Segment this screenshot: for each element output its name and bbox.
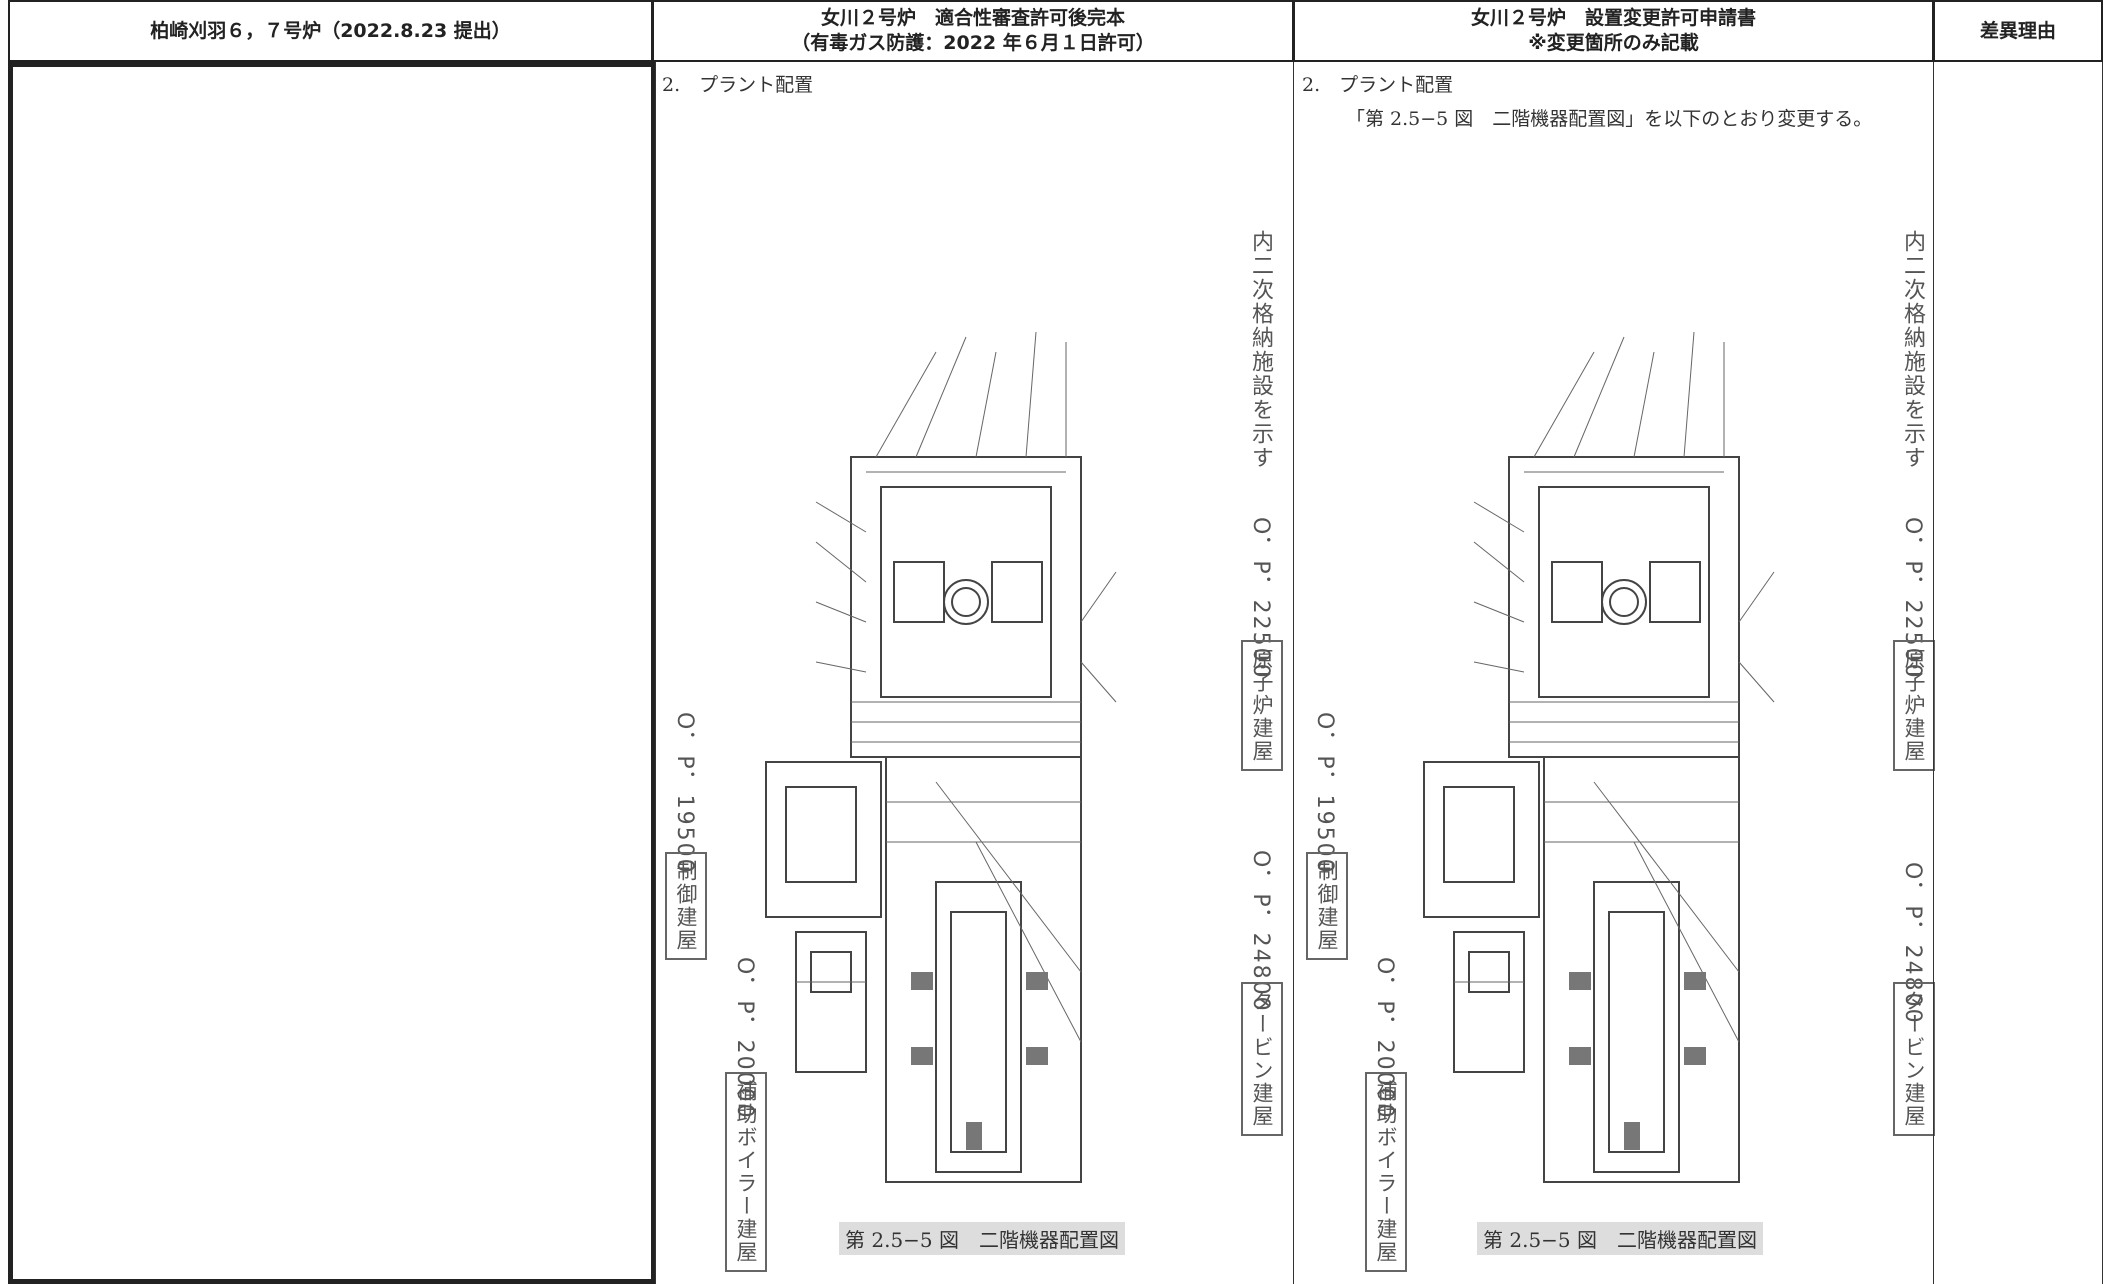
floor-plan-drawing [765,331,1117,1183]
column-kashiwazaki [8,62,656,1284]
elevation-22500: O．P．22500 [1248,517,1273,680]
label-aux-boiler-building: 補助ボイラー建屋 [1365,1072,1407,1272]
header-col3-line1: 女川２号炉 設置変更許可申請書 [1470,7,1756,29]
column-difference-reason [1933,62,2103,1284]
column-onagawa-permitted: 2. プラント配置 [655,62,1294,1284]
header-col1: 柏崎刈羽６，７号炉（2022.8.23 提出） [8,0,653,62]
figure-caption: 第 2.5−5 図 二階機器配置図 [1477,1222,1764,1255]
header-col3: 女川２号炉 設置変更許可申請書 ※変更箇所のみ記載 [1293,0,1934,62]
header-col4: 差異理由 [1933,0,2103,62]
label-turbine-building: タービン建屋 [1241,982,1283,1136]
elevation-19500: O．P．19500 [1312,712,1337,875]
change-note: 「第 2.5−5 図 二階機器配置図」を以下のとおり変更する。 [1346,108,1873,130]
elevation-24800: O．P．24800 [1900,862,1925,1025]
elevation-20000: O．P．20000 [1372,957,1397,1120]
header-col4-text: 差異理由 [1979,19,2056,42]
header-col2-line2: （有毒ガス防護：2022 年６月１日許可） [791,32,1155,54]
figure-caption: 第 2.5−5 図 二階機器配置図 [839,1222,1126,1255]
header-col1-text: 柏崎刈羽６，７号炉（2022.8.23 提出） [150,19,511,42]
floor-plan-drawing [1423,331,1775,1183]
column-onagawa-application: 2. プラント配置 「第 2.5−5 図 二階機器配置図」を以下のとおり変更する… [1293,62,1935,1284]
header-col2: 女川２号炉 適合性審査許可後完本 （有毒ガス防護：2022 年６月１日許可） [652,0,1294,62]
label-turbine-building: タービン建屋 [1893,982,1935,1136]
label-reactor-building: 原子炉建屋 [1241,640,1283,771]
elevation-19500: O．P．19500 [672,712,697,875]
legend-secondary-containment: 内二次格納施設を示す [1248,230,1273,470]
elevation-22500: O．P．22500 [1900,517,1925,680]
label-reactor-building: 原子炉建屋 [1893,640,1935,771]
elevation-24800: O．P．24800 [1248,850,1273,1013]
label-aux-boiler-building: 補助ボイラー建屋 [725,1072,767,1272]
section-title: 2. プラント配置 [1302,74,1454,96]
header-col3-line2: ※変更箇所のみ記載 [1528,32,1699,54]
label-control-building: 制御建屋 [1306,852,1348,960]
label-control-building: 制御建屋 [665,852,707,960]
elevation-20000: O．P．20000 [732,957,757,1120]
header-col2-line1: 女川２号炉 適合性審査許可後完本 [820,7,1125,29]
legend-secondary-containment: 内二次格納施設を示す [1900,230,1925,470]
section-title: 2. プラント配置 [662,74,814,96]
